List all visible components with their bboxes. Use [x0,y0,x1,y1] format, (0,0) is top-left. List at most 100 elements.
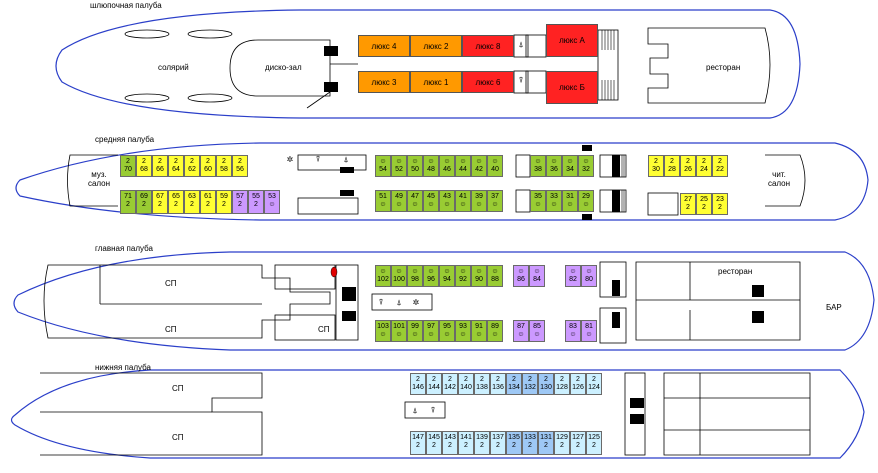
lux-8-cabin[interactable]: люкс 8 [462,35,514,57]
cabin-42[interactable]: ☺42 [471,155,487,177]
lux-6-cabin[interactable]: люкс 6 [462,71,514,93]
cabin-88[interactable]: ☺88 [487,265,503,287]
cabin-44[interactable]: ☺44 [455,155,471,177]
cabin-86[interactable]: ☺86 [513,265,529,287]
cabin-33[interactable]: 33☺ [546,190,562,212]
cabin-50[interactable]: ☺50 [407,155,423,177]
cabin-36[interactable]: ☺36 [546,155,562,177]
lux-1-cabin[interactable]: люкс 1 [410,71,462,93]
cabin-82[interactable]: ☺82 [565,265,581,287]
cabin-85[interactable]: 85☺ [529,320,545,342]
cabin-91[interactable]: 91☺ [471,320,487,342]
cabin-81[interactable]: 81☺ [581,320,597,342]
cabin-100[interactable]: ☺100 [391,265,407,287]
cabin-93[interactable]: 93☺ [455,320,471,342]
cabin-35[interactable]: 35☺ [530,190,546,212]
cabin-40[interactable]: ☺40 [487,155,503,177]
cabin-39[interactable]: 39☺ [471,190,487,212]
cabin-101[interactable]: 101☺ [391,320,407,342]
cabin-45[interactable]: 45☺ [423,190,439,212]
cabin-48[interactable]: ☺48 [423,155,439,177]
cabin-41[interactable]: 41☺ [455,190,471,212]
cabin-80[interactable]: ☺80 [581,265,597,287]
cabin-84[interactable]: ☺84 [529,265,545,287]
cabin-87[interactable]: 87☺ [513,320,529,342]
cabin-97[interactable]: 97☺ [423,320,439,342]
cabin-29[interactable]: 29☺ [578,190,594,212]
lux-2-cabin[interactable]: люкс 2 [410,35,462,57]
cabin-47[interactable]: 47☺ [407,190,423,212]
cabin-34[interactable]: ☺34 [562,155,578,177]
cabin-95[interactable]: 95☺ [439,320,455,342]
cabin-92[interactable]: ☺92 [455,265,471,287]
cabin-51[interactable]: 51☺ [375,190,391,212]
cabin-32[interactable]: ☺32 [578,155,594,177]
cabin-54[interactable]: ☺54 [375,155,391,177]
cabin-37[interactable]: 37☺ [487,190,503,212]
cabin-90[interactable]: ☺90 [471,265,487,287]
cabin-49[interactable]: 49☺ [391,190,407,212]
cabin-94[interactable]: ☺94 [439,265,455,287]
cabin-43[interactable]: 43☺ [439,190,455,212]
cabin-31[interactable]: 31☺ [562,190,578,212]
lux-4-cabin[interactable]: люкс 4 [358,35,410,57]
cabin-53[interactable]: 53☺ [264,190,280,214]
cabin-96[interactable]: ☺96 [423,265,439,287]
cabin-102[interactable]: ☺102 [375,265,391,287]
cabin-103[interactable]: 103☺ [375,320,391,342]
lux-3-cabin[interactable]: люкс 3 [358,71,410,93]
cabin-99[interactable]: 99☺ [407,320,423,342]
lux-b-cabin[interactable]: люкс Б [546,71,598,104]
cabin-83[interactable]: 83☺ [565,320,581,342]
lux-a-cabin[interactable]: люкс А [546,24,598,57]
cabin-89[interactable]: 89☺ [487,320,503,342]
cabin-38[interactable]: ☺38 [530,155,546,177]
cabin-98[interactable]: ☺98 [407,265,423,287]
